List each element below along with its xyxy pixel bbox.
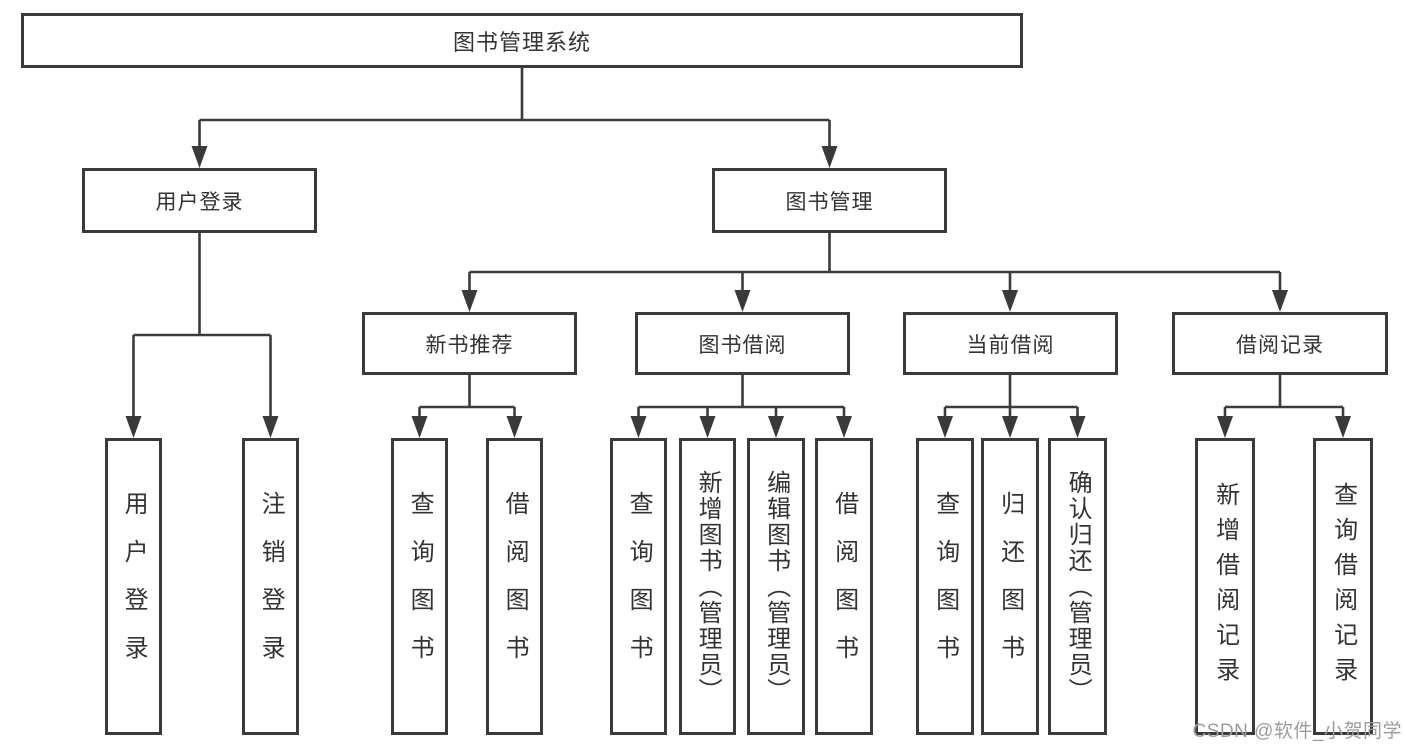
node-label: 图书管理系统 — [452, 29, 591, 55]
leaf-return-book: 归还图书 — [981, 438, 1039, 735]
leaf-query-books-2: 查询图书 — [610, 438, 667, 735]
node-label: 用户登录 — [155, 190, 244, 214]
node-label: 图书管理 — [785, 190, 874, 214]
node-label: 编辑图书（管理员） — [762, 469, 790, 704]
leaf-edit-book-admin: 编辑图书（管理员） — [747, 438, 805, 735]
node-user-login: 用户登录 — [82, 168, 317, 233]
csdn-watermark: CSDN @软件_小贺同学 — [1192, 721, 1402, 742]
node-label: 借阅图书 — [501, 490, 529, 683]
leaf-logout: 注销登录 — [242, 438, 299, 735]
leaf-add-borrow-record: 新增借阅记录 — [1195, 438, 1255, 735]
node-label: 新书推荐 — [425, 333, 514, 357]
leaf-borrow-books-1: 借阅图书 — [486, 438, 543, 735]
leaf-query-borrow-record: 查询借阅记录 — [1313, 438, 1373, 735]
leaf-query-books-3: 查询图书 — [916, 438, 974, 735]
node-borrow-records: 借阅记录 — [1172, 312, 1388, 375]
node-label: 借阅图书 — [830, 490, 858, 683]
node-label: 注销登录 — [257, 490, 285, 683]
node-label: 查询图书 — [931, 490, 959, 683]
node-label: 用户登录 — [120, 490, 148, 683]
leaf-confirm-return-admin: 确认归还（管理员） — [1048, 438, 1107, 735]
node-label: 新增图书（管理员） — [694, 469, 722, 704]
node-system-root: 图书管理系统 — [21, 13, 1023, 68]
node-label: 确认归还（管理员） — [1064, 469, 1092, 704]
leaf-borrow-books-2: 借阅图书 — [815, 438, 873, 735]
node-label: 借阅记录 — [1236, 333, 1324, 357]
node-label: 查询图书 — [625, 490, 653, 683]
node-new-book-recommend: 新书推荐 — [362, 312, 577, 375]
node-label: 图书借阅 — [698, 333, 787, 357]
node-book-management: 图书管理 — [712, 168, 947, 233]
node-label: 查询借阅记录 — [1329, 481, 1357, 692]
node-label: 查询图书 — [406, 490, 434, 683]
leaf-add-book-admin: 新增图书（管理员） — [679, 438, 736, 735]
node-label: 归还图书 — [996, 490, 1024, 683]
leaf-query-books-1: 查询图书 — [391, 438, 448, 735]
node-label: 新增借阅记录 — [1211, 481, 1239, 692]
node-current-borrow: 当前借阅 — [903, 312, 1118, 375]
node-book-borrow: 图书借阅 — [635, 312, 850, 375]
node-label: 当前借阅 — [966, 333, 1055, 357]
leaf-user-login: 用户登录 — [105, 438, 162, 735]
